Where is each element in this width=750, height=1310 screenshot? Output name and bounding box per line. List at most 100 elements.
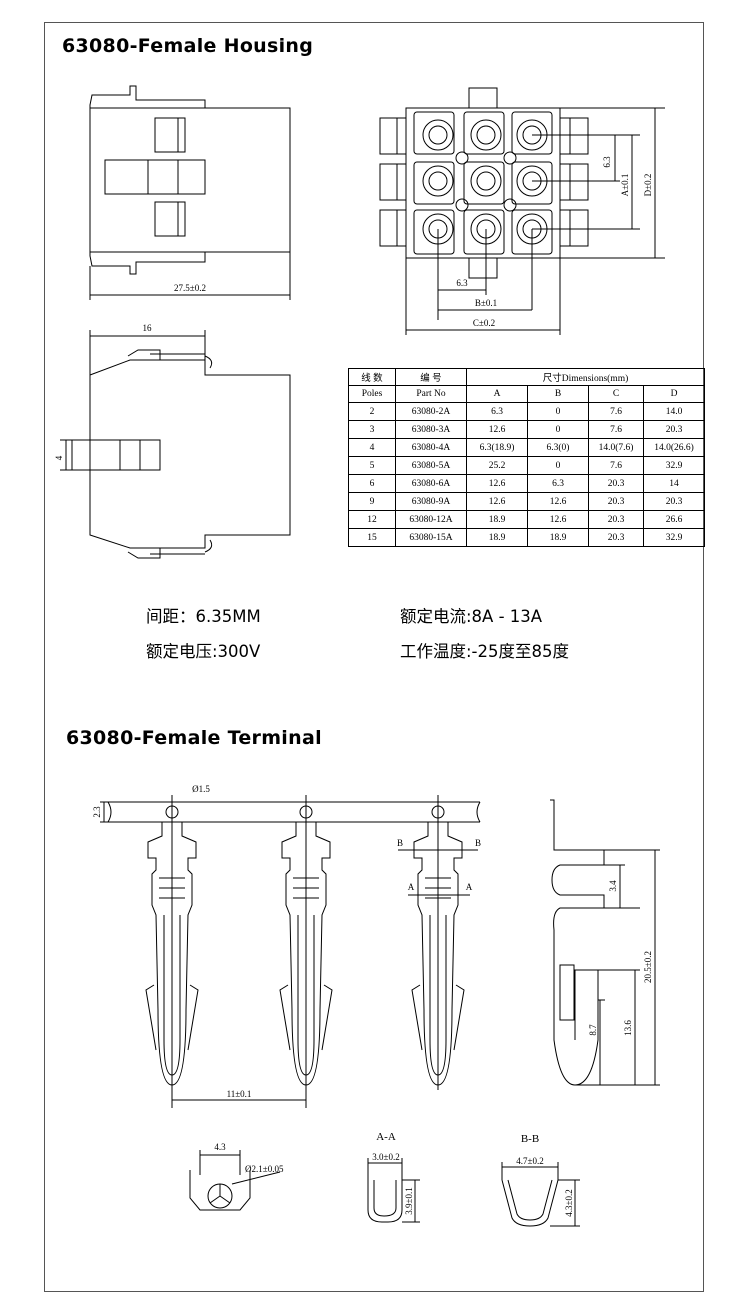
dim-8-7-label: 8.7 xyxy=(588,1024,598,1036)
table-cell: 32.9 xyxy=(643,528,705,547)
dim-20-5-label: 20.5±0.2 xyxy=(643,951,653,983)
table-cell: 18.9 xyxy=(527,528,589,547)
dim-4-3-label: 4.3 xyxy=(214,1142,226,1152)
dim-b-label: B±0.1 xyxy=(475,298,497,308)
table-cell: 0 xyxy=(527,456,589,475)
col-d: D xyxy=(643,385,705,403)
dim-c-label: C±0.2 xyxy=(473,318,495,328)
table-cell: 63080-12A xyxy=(395,510,467,529)
table-cell: 63080-4A xyxy=(395,438,467,457)
col-part: Part No xyxy=(395,385,467,403)
dim-6-3-vertical-label: 6.3 xyxy=(602,156,612,168)
table-cell: 12.6 xyxy=(527,510,589,529)
table-cell: 4 xyxy=(348,438,396,457)
table-cell: 26.6 xyxy=(643,510,705,529)
table-cell: 12.6 xyxy=(466,492,528,511)
dim-3-9-label: 3.9±0.1 xyxy=(404,1187,414,1214)
housing-title: 63080-Female Housing xyxy=(62,35,314,57)
table-cell: 3 xyxy=(348,420,396,439)
female-terminal xyxy=(279,822,333,1086)
housing-side-view xyxy=(89,85,291,300)
dim-4-3b-label: 4.3±0.2 xyxy=(564,1189,574,1216)
spec-temperature: 工作温度:-25度至85度 xyxy=(400,642,570,661)
table-cell: 20.3 xyxy=(588,492,644,511)
terminal-title: 63080-Female Terminal xyxy=(66,727,322,749)
dim-hole-label: Ø1.5 xyxy=(192,784,210,794)
col-poles-cn: 线 数 xyxy=(348,368,396,386)
section-b-b xyxy=(501,1162,580,1227)
section-a-marker-left: A xyxy=(408,882,415,892)
col-part-cn: 编 号 xyxy=(395,368,467,386)
table-cell: 12.6 xyxy=(527,492,589,511)
table-cell: 63080-15A xyxy=(395,528,467,547)
table-cell: 20.3 xyxy=(643,492,705,511)
terminal-bodies xyxy=(145,822,465,1086)
table-cell: 6.3 xyxy=(466,402,528,421)
spec-current: 额定电流:8A - 13A xyxy=(400,607,543,626)
dim-pin-diameter-label: Ø2.1±0.05 xyxy=(245,1164,284,1174)
pin-section xyxy=(189,1150,281,1211)
table-cell: 63080-5A xyxy=(395,456,467,475)
section-b-marker-left: B xyxy=(397,838,403,848)
dim-a-label: A±0.1 xyxy=(620,174,630,197)
col-poles: Poles xyxy=(348,385,396,403)
table-cell: 6.3(0) xyxy=(527,438,589,457)
dim-6-3-horizontal-label: 6.3 xyxy=(456,278,468,288)
table-cell: 20.3 xyxy=(643,420,705,439)
dim-3-4-label: 3.4 xyxy=(608,880,618,892)
terminal-side-view xyxy=(550,799,660,1086)
table-cell: 18.9 xyxy=(466,510,528,529)
col-c: C xyxy=(588,385,644,403)
dim-2-3-label: 2.3 xyxy=(92,806,102,818)
female-terminal xyxy=(411,822,465,1086)
table-cell: 6 xyxy=(348,474,396,493)
drawing-frame xyxy=(44,22,704,1292)
table-cell: 20.3 xyxy=(588,528,644,547)
table-cell: 5 xyxy=(348,456,396,475)
table-cell: 18.9 xyxy=(466,528,528,547)
col-a: A xyxy=(466,385,528,403)
table-cell: 12 xyxy=(348,510,396,529)
table-cell: 14.0(26.6) xyxy=(643,438,705,457)
table-cell: 63080-2A xyxy=(395,402,467,421)
dim-3-0-label: 3.0±0.2 xyxy=(372,1152,399,1162)
table-cell: 0 xyxy=(527,420,589,439)
table-cell: 20.3 xyxy=(588,474,644,493)
section-b-b-title: B-B xyxy=(521,1133,539,1145)
table-cell: 14 xyxy=(643,474,705,493)
table-cell: 63080-6A xyxy=(395,474,467,493)
table-cell: 12.6 xyxy=(466,474,528,493)
section-a-a-title: A-A xyxy=(376,1131,396,1143)
housing-front-view xyxy=(379,87,665,335)
dim-width-label: 27.5±0.2 xyxy=(174,283,206,293)
table-cell: 63080-3A xyxy=(395,420,467,439)
table-cell: 2 xyxy=(348,402,396,421)
spec-voltage: 额定电压:300V xyxy=(146,642,261,661)
col-dims-header: 尺寸Dimensions(mm) xyxy=(466,368,705,386)
table-cell: 20.3 xyxy=(588,510,644,529)
table-cell: 15 xyxy=(348,528,396,547)
table-cell: 25.2 xyxy=(466,456,528,475)
table-cell: 14.0(7.6) xyxy=(588,438,644,457)
table-cell: 0 xyxy=(527,402,589,421)
table-cell: 6.3(18.9) xyxy=(466,438,528,457)
female-terminal xyxy=(145,822,199,1086)
dim-d-label: D±0.2 xyxy=(643,174,653,197)
terminal-strip xyxy=(100,795,481,1108)
dim-16-label: 16 xyxy=(143,323,153,333)
table-cell: 32.9 xyxy=(643,456,705,475)
table-cell: 7.6 xyxy=(588,420,644,439)
table-cell: 12.6 xyxy=(466,420,528,439)
spec-pitch: 间距：6.35MM xyxy=(146,607,261,626)
dim-13-6-label: 13.6 xyxy=(623,1020,633,1036)
table-cell: 6.3 xyxy=(527,474,589,493)
